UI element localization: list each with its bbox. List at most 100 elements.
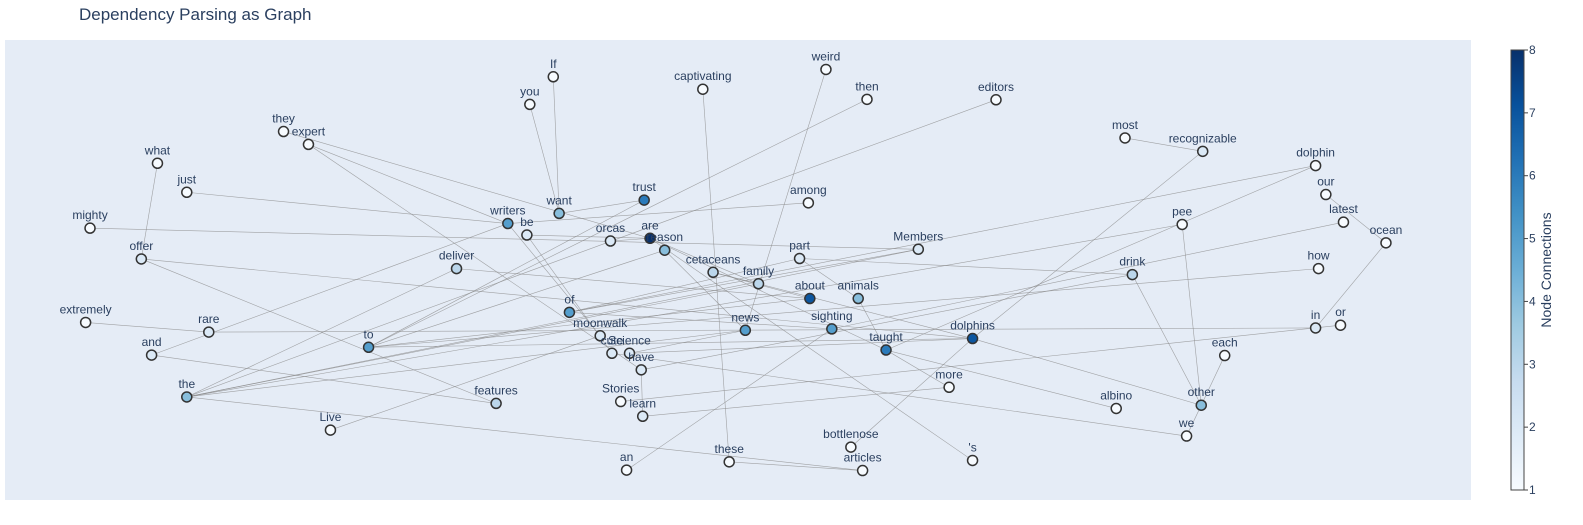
node-are[interactable] (644, 232, 656, 245)
edge-sighting-an (626, 328, 832, 471)
node-news[interactable] (739, 324, 752, 337)
colorbar-tick-label-3: 3 (1529, 357, 1536, 371)
node-among[interactable] (802, 197, 815, 209)
node-animals[interactable] (852, 292, 864, 305)
node-the[interactable] (181, 391, 193, 403)
node-pee[interactable] (1176, 218, 1188, 231)
edge-our-ocean (1325, 194, 1387, 244)
node-offer[interactable] (135, 253, 148, 265)
node-label-want: want (545, 193, 572, 207)
edge-part-of (569, 258, 800, 313)
edge-you-want (529, 104, 560, 214)
node-editors[interactable] (990, 94, 1002, 106)
node-what[interactable] (151, 157, 164, 170)
node-to[interactable] (362, 341, 375, 354)
node-our[interactable] (1320, 188, 1332, 201)
node-recognizable[interactable] (1196, 145, 1209, 158)
node-features[interactable] (490, 397, 502, 410)
node-taught[interactable] (880, 344, 892, 356)
node-albino[interactable] (1110, 402, 1122, 415)
node-these[interactable] (723, 456, 735, 468)
node-learn[interactable] (636, 410, 649, 423)
node-most[interactable] (1119, 132, 1131, 144)
node-want[interactable] (553, 207, 565, 220)
node-dolphin[interactable] (1309, 159, 1322, 172)
node-label-editors: editors (978, 80, 1014, 94)
node-label-latest: latest (1329, 202, 1358, 216)
node-sighting[interactable] (826, 323, 838, 335)
node-Stories[interactable] (614, 395, 627, 408)
node-label-features: features (474, 383, 517, 397)
node-Members[interactable] (912, 243, 925, 256)
edge-expert-writers (308, 144, 508, 224)
colorbar-gradient (1510, 49, 1525, 491)
edge-then-to (368, 99, 868, 348)
edge-they-are (283, 131, 651, 239)
node-they[interactable] (277, 125, 290, 138)
node-each[interactable] (1218, 349, 1231, 362)
node-cute[interactable] (606, 347, 618, 360)
node-articles[interactable] (856, 464, 869, 477)
colorbar-tick-label-4: 4 (1529, 294, 1536, 308)
node-dolphins[interactable] (966, 332, 979, 345)
node-expert[interactable] (302, 138, 315, 151)
node-drink[interactable] (1126, 268, 1139, 281)
node-label-articles: articles (844, 451, 882, 465)
node-deliver[interactable] (450, 262, 463, 275)
node-latest[interactable] (1337, 216, 1350, 228)
node-cetaceans[interactable] (707, 266, 719, 279)
edge-dolphins-other (972, 338, 1202, 406)
node-mighty[interactable] (84, 222, 96, 234)
edge-news-the (186, 329, 746, 398)
edge-to-dolphins (368, 338, 973, 348)
node-label-sighting: sighting (811, 309, 852, 323)
node-we[interactable] (1180, 430, 1193, 442)
node-If[interactable] (547, 71, 560, 83)
node-just[interactable] (181, 186, 193, 199)
node-Live[interactable] (324, 424, 337, 436)
edge-recognizable-dolphins (972, 151, 1203, 339)
edge-drink-other (1132, 274, 1202, 406)
node-ocean[interactable] (1380, 237, 1392, 249)
node-and[interactable] (145, 349, 158, 361)
node-be[interactable] (521, 229, 533, 241)
node-label-taught: taught (869, 330, 903, 344)
node-reason[interactable] (658, 244, 671, 256)
node-part[interactable] (793, 252, 806, 265)
node-writers[interactable] (502, 217, 514, 230)
node-or[interactable] (1334, 319, 1347, 331)
node-trust[interactable] (638, 194, 650, 206)
node-rare[interactable] (203, 326, 215, 338)
node-Science[interactable] (623, 347, 636, 360)
node-family[interactable] (752, 278, 765, 290)
node-more[interactable] (943, 381, 955, 394)
edge-how-to (368, 268, 1319, 348)
edge-mighty-Members (90, 227, 919, 250)
node-label-expert: expert (292, 124, 326, 138)
node-in[interactable] (1309, 322, 1322, 334)
node-weird[interactable] (820, 63, 832, 76)
node-captivating[interactable] (697, 83, 709, 95)
node-label-more: more (935, 367, 963, 381)
node-how[interactable] (1312, 262, 1325, 275)
node-other[interactable] (1195, 399, 1208, 411)
node-bottlenose[interactable] (845, 441, 857, 453)
node-'s[interactable] (966, 454, 979, 467)
node-you[interactable] (524, 98, 536, 111)
node-extremely[interactable] (79, 316, 92, 329)
node-have[interactable] (635, 364, 647, 376)
edge-we-cute (611, 352, 1187, 437)
node-label-you: you (520, 84, 539, 98)
node-label-weird: weird (811, 49, 841, 63)
node-about[interactable] (804, 292, 816, 305)
node-label-recognizable: recognizable (1169, 131, 1237, 145)
edge-Members-the (186, 249, 919, 398)
node-then[interactable] (861, 93, 873, 106)
node-label-other: other (1188, 385, 1215, 399)
node-label-mighty: mighty (72, 208, 107, 222)
node-orcas[interactable] (604, 235, 617, 247)
colorbar-tick-label-1: 1 (1529, 483, 1536, 497)
node-of[interactable] (563, 306, 576, 319)
node-moonwalk[interactable] (594, 330, 606, 342)
node-an[interactable] (620, 464, 633, 476)
